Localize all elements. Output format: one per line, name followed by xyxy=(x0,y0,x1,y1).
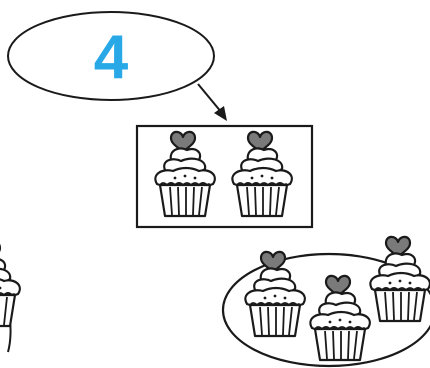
cupcake-icon xyxy=(369,235,430,323)
number-bubble: 4 xyxy=(7,11,215,101)
cupcake-box xyxy=(135,124,314,229)
cupcake-plate xyxy=(221,235,430,368)
arrow-icon xyxy=(197,83,227,121)
number-label: 4 xyxy=(94,23,129,92)
cupcake-icon xyxy=(0,240,21,328)
left-partial-group xyxy=(0,240,21,353)
